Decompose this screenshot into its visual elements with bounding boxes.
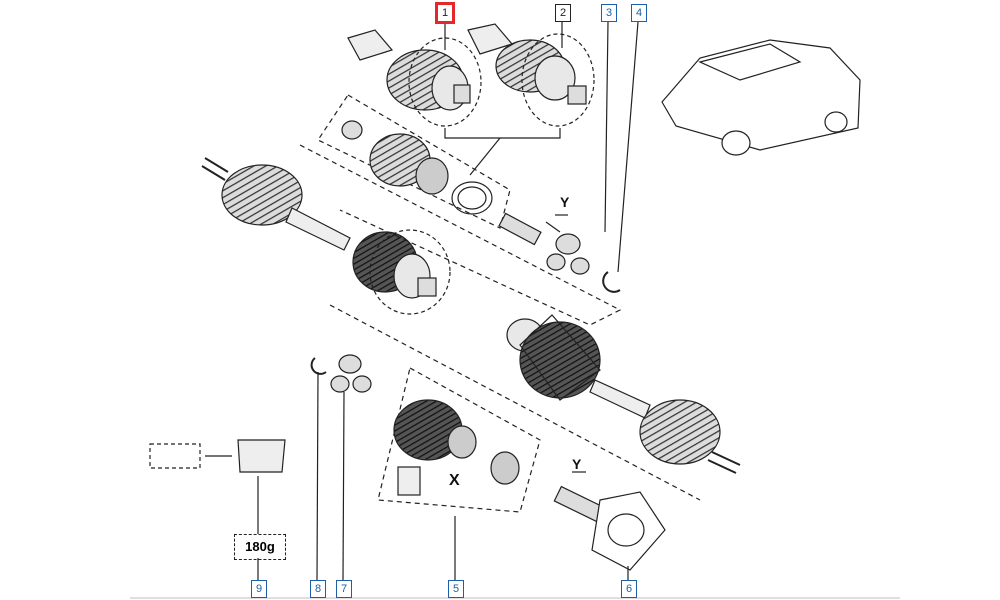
dashed-reference-box — [149, 443, 201, 469]
callout-4[interactable]: 4 — [631, 4, 647, 22]
grease-quantity-label: 180g — [234, 534, 286, 560]
upper-kit-outline — [317, 94, 511, 229]
callout-5[interactable]: 5 — [448, 580, 464, 598]
part-1-joint-detail — [347, 29, 482, 127]
part-5-boot-kit — [393, 399, 520, 496]
callout-1[interactable]: 1 — [437, 4, 453, 22]
callout-7[interactable]: 7 — [336, 580, 352, 598]
lower-kit-outline — [377, 367, 541, 513]
callout-8[interactable]: 8 — [310, 580, 326, 598]
callout-6[interactable]: 6 — [621, 580, 637, 598]
callout-9[interactable]: 9 — [251, 580, 267, 598]
part-3-tripod — [498, 212, 590, 275]
callout-2[interactable]: 2 — [555, 4, 571, 22]
part-2-joint-detail — [467, 23, 595, 127]
dashed-kit-strip — [299, 144, 622, 326]
dimension-label-y-top: Y — [560, 194, 570, 210]
dimension-label-x: X — [449, 472, 460, 489]
upper-drive-shaft — [201, 157, 451, 315]
part-8-circlip — [310, 357, 327, 375]
part-7-tripod — [330, 354, 372, 393]
part-4-circlip — [602, 271, 621, 293]
vehicle-illustration — [661, 39, 861, 156]
part-6-flange-shaft — [553, 485, 666, 571]
callout-3[interactable]: 3 — [601, 4, 617, 22]
upper-kit-parts — [341, 120, 493, 215]
lower-drive-shaft — [506, 314, 741, 474]
grease-sachet — [237, 439, 286, 473]
dimension-label-y-bottom: Y — [572, 456, 582, 472]
